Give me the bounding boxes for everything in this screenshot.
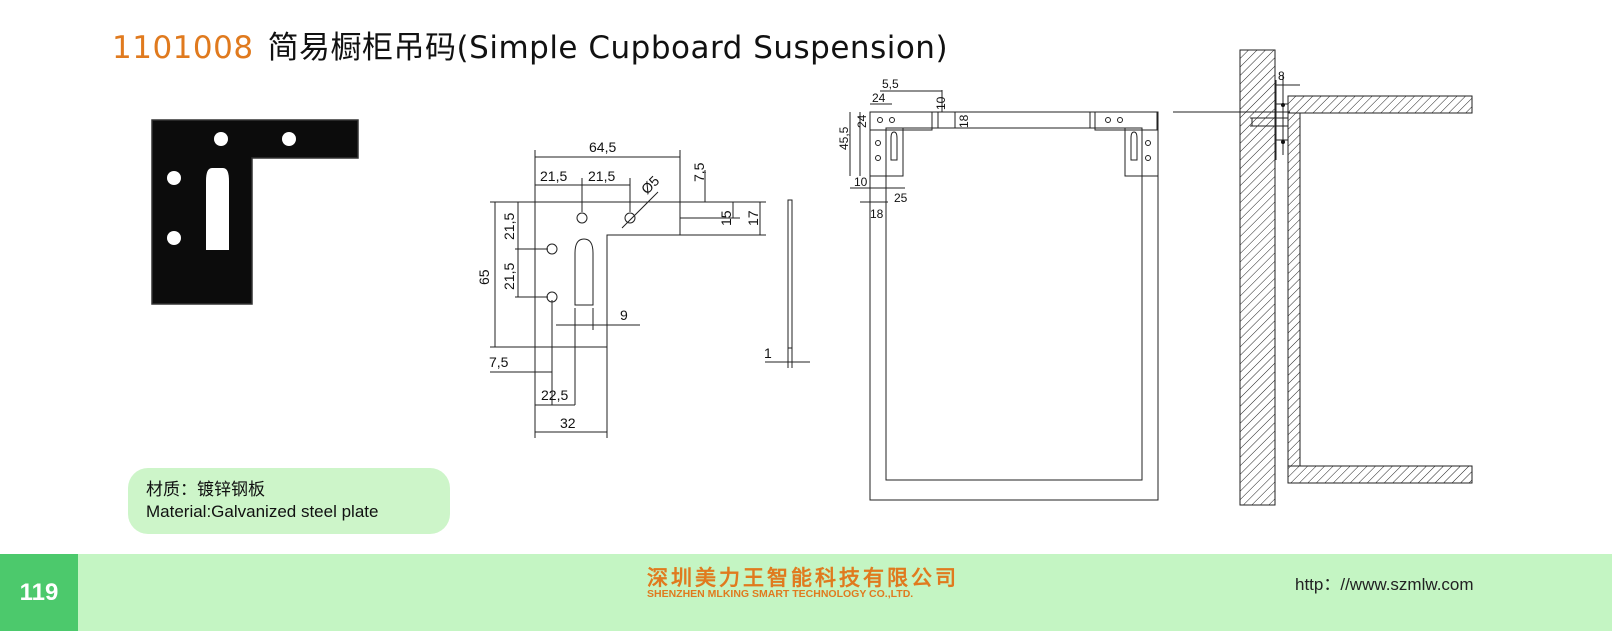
dim-24-a: 24: [872, 91, 886, 105]
page-number: 119: [0, 554, 78, 631]
material-label-en: Material:Galvanized steel plate: [146, 502, 379, 521]
dim-25: 25: [894, 191, 908, 205]
dim-21-5-d: 21,5: [501, 263, 517, 290]
dim-10-b: 10: [854, 175, 868, 189]
bracket-photo: [151, 119, 359, 305]
dim-7-5-bottom: 7,5: [489, 354, 509, 370]
dim-21-5-b: 21,5: [588, 168, 615, 184]
dim-17: 17: [745, 210, 761, 226]
dim-18-b: 18: [870, 207, 884, 221]
dim-5-5: 5,5: [882, 77, 899, 91]
website-link[interactable]: http：//www.szmlw.com: [1295, 575, 1474, 594]
dim-64-5: 64,5: [589, 139, 616, 155]
dim-45-5: 45,5: [837, 126, 851, 150]
dim-7-5-top: 7,5: [691, 162, 707, 182]
dim-65: 65: [476, 269, 492, 285]
dim-32: 32: [560, 415, 576, 431]
dim-24-b: 24: [855, 114, 869, 128]
dim-15: 15: [718, 210, 734, 226]
company-name-cn: 深圳美力王智能科技有限公司: [647, 566, 959, 590]
dim-10-a: 10: [934, 96, 948, 110]
material-label-cn: 材质：镀锌钢板: [146, 480, 265, 499]
dim-1: 1: [764, 345, 772, 361]
material-box: 材质：镀锌钢板 Material:Galvanized steel plate: [128, 468, 450, 534]
dim-diameter-5: Ø5: [638, 172, 663, 197]
footer: 119 深圳美力王智能科技有限公司 SHENZHEN MLKING SMART …: [0, 554, 1612, 631]
dim-18-a: 18: [957, 114, 971, 128]
dim-21-5-a: 21,5: [540, 168, 567, 184]
product-name: 简易橱柜吊码(Simple Cupboard Suspension): [267, 30, 949, 66]
technical-drawings: 64,5 21,5 21,5 7,5 Ø5 15 17 21,5 21,5 65…: [476, 49, 1473, 506]
dim-8: 8: [1278, 69, 1285, 83]
page-title: 1101008 简易橱柜吊码(Simple Cupboard Suspension…: [112, 22, 948, 67]
dim-21-5-c: 21,5: [501, 213, 517, 240]
company-name-en: SHENZHEN MLKING SMART TECHNOLOGY CO.,LTD…: [647, 588, 914, 600]
dim-22-5: 22,5: [541, 387, 568, 403]
dim-9: 9: [620, 307, 628, 323]
product-code: 1101008: [112, 30, 254, 66]
